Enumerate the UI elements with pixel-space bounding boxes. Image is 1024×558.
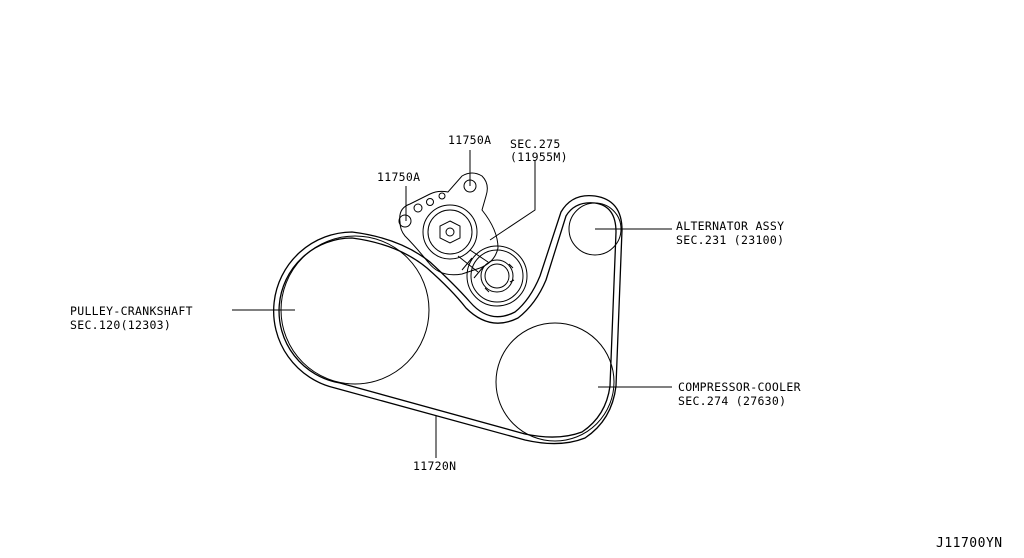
label-tensioner-part: (11955M) <box>510 150 568 164</box>
label-11750a-top: 11750A <box>448 133 491 147</box>
tensioner-bracket <box>399 172 499 276</box>
label-belt-part: 11720N <box>413 459 456 473</box>
label-compressor-sec: SEC.274 (27630) <box>678 394 786 408</box>
drive-belt-outer <box>273 194 623 445</box>
label-crank-sec: SEC.120(12303) <box>70 318 171 332</box>
leader-lines <box>232 150 672 458</box>
crankshaft-pulley <box>280 235 430 385</box>
compressor-pulley <box>495 322 615 442</box>
part-labels: 11750A 11750A SEC.275 (11955M) ALTERNATO… <box>70 133 1003 551</box>
label-crank-name: PULLEY-CRANKSHAFT <box>70 304 193 318</box>
belt-tensioner-assembly <box>398 172 528 307</box>
label-tensioner-sec: SEC.275 <box>510 137 561 151</box>
tensioner-hex-nut <box>439 220 461 244</box>
label-alternator-sec: SEC.231 (23100) <box>676 233 784 247</box>
label-alternator-name: ALTERNATOR ASSY <box>676 219 784 233</box>
label-11750a-left: 11750A <box>377 170 420 184</box>
diagram-reference-code: J11700YN <box>936 536 1003 551</box>
label-compressor-name: COMPRESSOR-COOLER <box>678 380 801 394</box>
drive-belt-inner <box>278 202 617 438</box>
drive-belt <box>273 194 623 445</box>
